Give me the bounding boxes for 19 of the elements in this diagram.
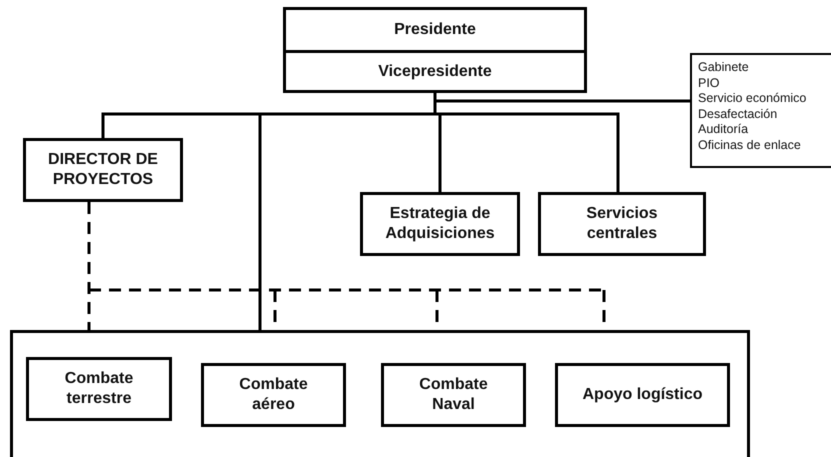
org-box: Combate terrestre (26, 357, 172, 421)
container-box (10, 330, 750, 457)
org-box: Combate Naval (381, 363, 526, 427)
dashed-connector (88, 200, 606, 332)
list-item: Desafectación (698, 106, 778, 122)
org-box: Servicios centrales (538, 192, 706, 256)
org-box: Apoyo logístico (555, 363, 730, 427)
list-item: Gabinete (698, 60, 749, 76)
list-item: Auditoría (698, 122, 748, 138)
org-box: Vicepresidente (283, 50, 587, 93)
list-item: Servicio económico (698, 91, 806, 106)
list-item: Oficinas de enlace (698, 138, 801, 153)
org-box: DIRECTOR DE PROYECTOS (23, 138, 183, 202)
list-item: PIO (698, 76, 720, 91)
org-box: Combate aéreo (201, 363, 346, 427)
org-box: Estrategia de Adquisiciones (360, 192, 520, 256)
org-box: Presidente (283, 7, 587, 53)
note-box (690, 53, 831, 168)
connector-line (434, 93, 620, 192)
